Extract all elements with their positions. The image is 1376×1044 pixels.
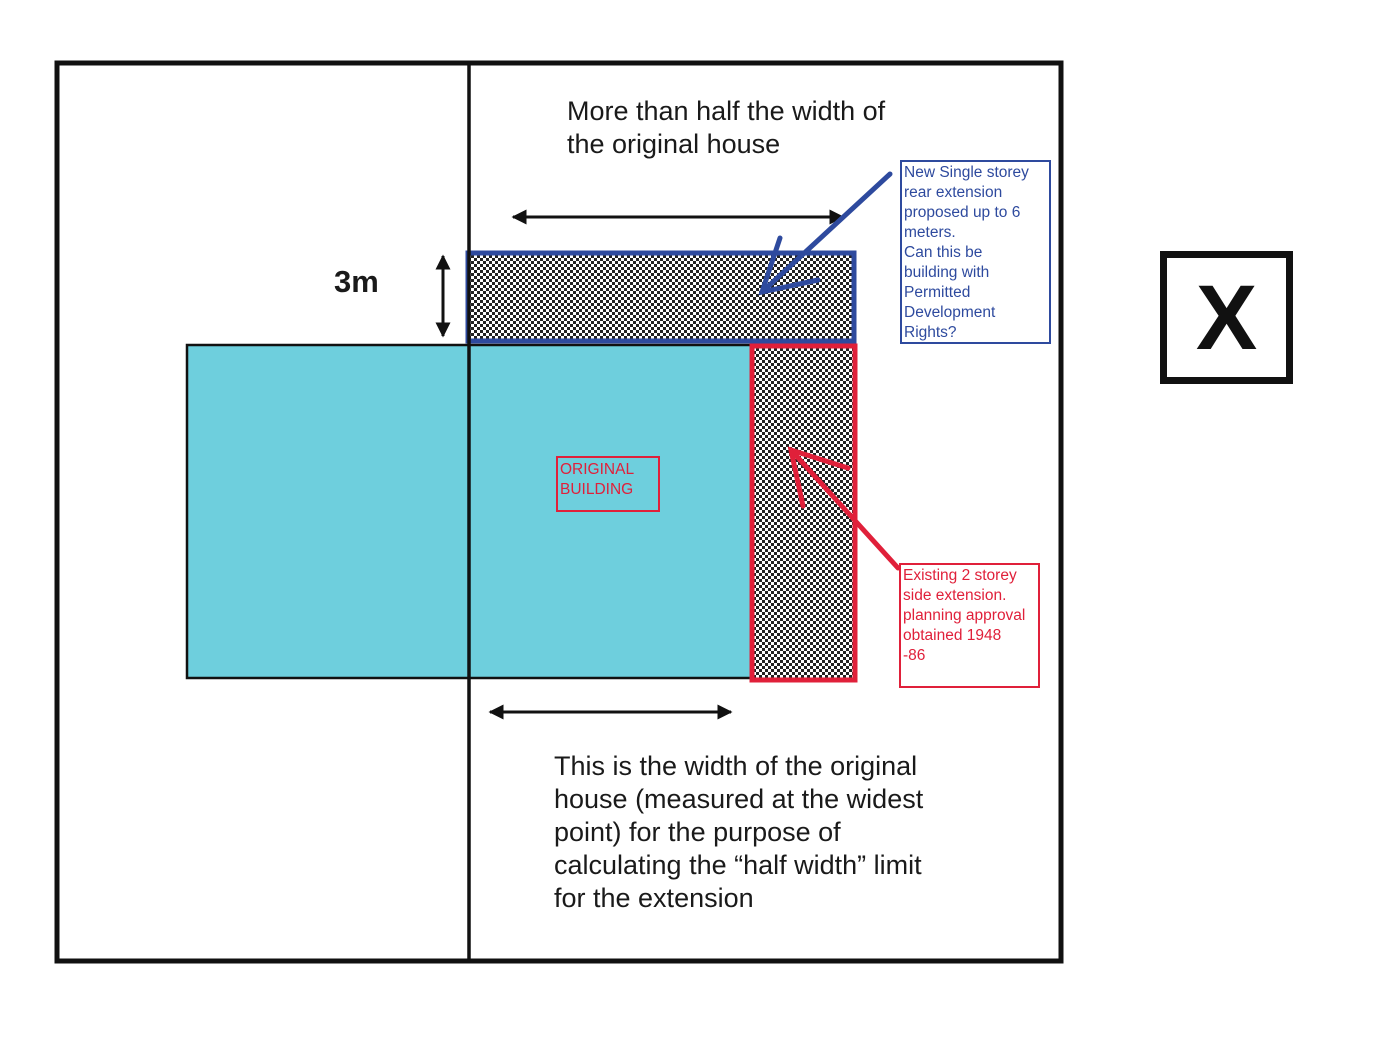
note-line: planning approval bbox=[903, 607, 1026, 624]
note-line: Can this be bbox=[904, 244, 983, 261]
side-extension bbox=[749, 343, 858, 683]
note-line: BUILDING bbox=[560, 481, 634, 498]
note-line: meters. bbox=[904, 224, 956, 241]
top-width-label: More than half the width of the original… bbox=[567, 95, 885, 161]
note-line: Existing 2 storey bbox=[903, 567, 1017, 584]
not-permitted-mark: X bbox=[1160, 251, 1293, 384]
note-line: rear extension bbox=[904, 184, 1003, 201]
note-line: proposed up to 6 bbox=[904, 204, 1021, 221]
original-building-label: ORIGINAL BUILDING bbox=[556, 456, 660, 512]
red-pointer-arrow bbox=[787, 446, 901, 571]
label-line: house (measured at the widest bbox=[554, 784, 924, 814]
note-line: building with bbox=[904, 264, 990, 281]
label-line: calculating the “half width” limit bbox=[554, 850, 922, 880]
depth-label: 3m bbox=[334, 264, 379, 299]
blue-pointer-arrow bbox=[758, 171, 893, 296]
note-line: Rights? bbox=[904, 324, 957, 341]
label-line: More than half the width of bbox=[567, 96, 886, 126]
note-line: Development bbox=[904, 304, 996, 321]
x-mark-icon: X bbox=[1195, 266, 1258, 369]
label-line: for the extension bbox=[554, 883, 754, 913]
note-line: -86 bbox=[903, 647, 926, 664]
note-line: ORIGINAL bbox=[560, 461, 635, 478]
side-extension-note: Existing 2 storey side extension. planni… bbox=[899, 563, 1040, 688]
note-line: side extension. bbox=[903, 587, 1007, 604]
new-extension-note: New Single storey rear extension propose… bbox=[900, 160, 1051, 344]
plot-boundary bbox=[54, 60, 1064, 964]
note-line: New Single storey bbox=[904, 164, 1029, 181]
bottom-width-label: This is the width of the original house … bbox=[554, 750, 923, 915]
rear-extension bbox=[465, 250, 857, 344]
note-line: obtained 1948 bbox=[903, 627, 1002, 644]
note-line: Permitted bbox=[904, 284, 971, 301]
label-line: the original house bbox=[567, 129, 781, 159]
label-line: point) for the purpose of bbox=[554, 817, 841, 847]
label-line: This is the width of the original bbox=[554, 751, 918, 781]
